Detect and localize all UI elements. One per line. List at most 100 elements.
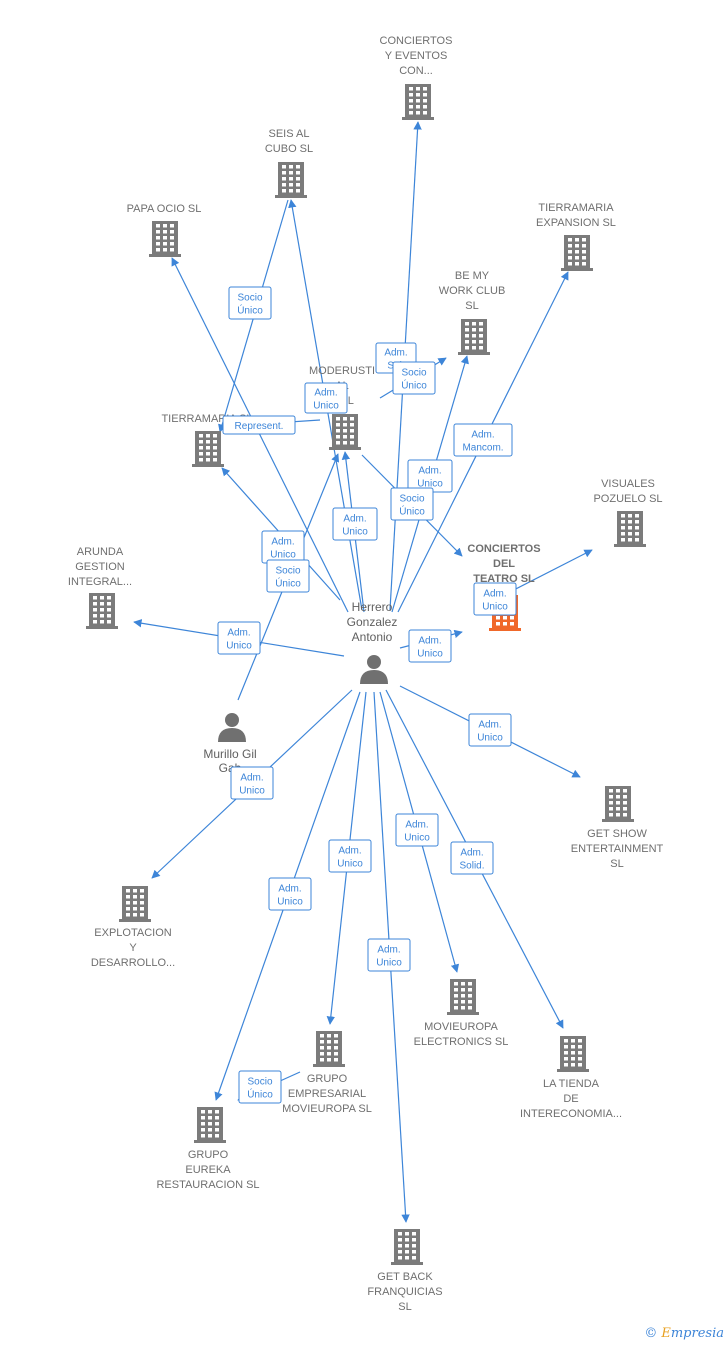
building-window bbox=[465, 322, 469, 326]
building-window bbox=[412, 1250, 416, 1254]
edge-label-herrero-to-la_tienda[interactable]: Adm.Solid. bbox=[450, 841, 494, 875]
edge-label-herrero-to-conciertos_teatro[interactable]: Adm.Unico bbox=[408, 629, 452, 663]
edge-label-text: Adm. bbox=[418, 466, 441, 477]
building-icon bbox=[602, 786, 634, 822]
edge-label-herrero-to-grupo_eureka[interactable]: Adm.Unico bbox=[268, 877, 312, 911]
building-window bbox=[156, 242, 160, 246]
edge-label-moderustic-to-tierramaria_sl[interactable]: Represent. bbox=[222, 415, 296, 435]
building-window bbox=[510, 622, 514, 626]
node-label: EXPLOTACION bbox=[94, 927, 171, 939]
company-node-papa_ocio[interactable]: PAPA OCIO SL bbox=[127, 203, 202, 257]
edge-label-herrero-to-seis_al_cubo[interactable]: Adm.Unico bbox=[304, 382, 348, 414]
edge-label-box bbox=[395, 813, 439, 847]
building-window bbox=[616, 807, 620, 811]
building-window bbox=[336, 423, 340, 427]
building-window bbox=[199, 452, 203, 456]
company-node-arunda[interactable]: ARUNDAGESTIONINTEGRAL... bbox=[68, 546, 132, 629]
node-label: SL bbox=[398, 1301, 411, 1313]
building-window bbox=[582, 262, 586, 266]
node-label: SL bbox=[610, 858, 623, 870]
building-window bbox=[140, 907, 144, 911]
node-label: TIERRAMARIA bbox=[538, 202, 614, 214]
edge-label-text: Adm. bbox=[478, 720, 501, 731]
edge-label-text: Solid. bbox=[459, 861, 484, 872]
edge-label-box bbox=[392, 361, 436, 395]
building-window bbox=[609, 801, 613, 805]
node-label: Murillo Gil bbox=[203, 747, 256, 761]
edge-label-herrero-to-be_my_work_club[interactable]: Adm.Unico bbox=[407, 459, 453, 493]
person-body bbox=[360, 670, 388, 684]
building-window bbox=[320, 1046, 324, 1050]
edge-label-conciertos_teatro-to-visuales_pozuelo[interactable]: Adm.Unico bbox=[473, 582, 517, 616]
company-node-la_tienda[interactable]: LA TIENDADEINTERECONOMIA... bbox=[520, 1036, 622, 1120]
edge-label-text: Adm. bbox=[384, 348, 407, 359]
edge-label-herrero-to-moderustic[interactable]: Adm.Unico bbox=[332, 507, 378, 541]
building-window bbox=[170, 224, 174, 228]
node-label: POZUELO SL bbox=[593, 493, 662, 505]
building-window bbox=[479, 340, 483, 344]
edge-label-text: Adm. bbox=[271, 537, 294, 548]
edge-label-box bbox=[367, 938, 411, 972]
building-window bbox=[621, 514, 625, 518]
building-window bbox=[635, 538, 639, 542]
edge-label-herrero-to-explotacion[interactable]: Adm.Unico bbox=[230, 766, 274, 800]
node-label: ARUNDA bbox=[77, 546, 124, 558]
building-window bbox=[623, 807, 627, 811]
building-icon bbox=[402, 84, 434, 120]
edge-label-box bbox=[304, 382, 348, 414]
edge-label-herrero-to-get_show[interactable]: Adm.Unico bbox=[468, 713, 512, 747]
building-window bbox=[479, 328, 483, 332]
person-head bbox=[225, 713, 239, 727]
edge-label-herrero-to-arunda[interactable]: Adm.Unico bbox=[217, 621, 261, 655]
node-label: Antonio bbox=[352, 630, 393, 644]
building-window bbox=[133, 913, 137, 917]
edge-label-herrero-to-grupo_empresarial[interactable]: Adm.Unico bbox=[328, 839, 372, 873]
building-window bbox=[398, 1238, 402, 1242]
building-base bbox=[275, 195, 307, 198]
building-window bbox=[350, 429, 354, 433]
building-base bbox=[447, 1012, 479, 1015]
edge-label-herrero-to-get_back[interactable]: Adm.Unico bbox=[367, 938, 411, 972]
edge-label-box bbox=[230, 766, 274, 800]
edge-label-text: Adm. bbox=[314, 388, 337, 399]
building-window bbox=[213, 440, 217, 444]
building-window bbox=[93, 602, 97, 606]
building-window bbox=[412, 1256, 416, 1260]
building-window bbox=[289, 183, 293, 187]
edge-label-herrero-to-movieuropa_electronics[interactable]: Adm.Unico bbox=[395, 813, 439, 847]
building-window bbox=[468, 1000, 472, 1004]
building-window bbox=[571, 1051, 575, 1055]
building-window bbox=[296, 177, 300, 181]
edge-label-text: Unico bbox=[337, 859, 363, 870]
company-node-moderustic[interactable]: MODERUSTIALE SL bbox=[309, 365, 375, 450]
building-window bbox=[336, 417, 340, 421]
edge-label-herrero-to-tierramaria_expansion[interactable]: Adm.Mancom. bbox=[453, 423, 513, 457]
edge-label-herrero-to-papa_ocio[interactable]: Adm.Unico bbox=[261, 530, 305, 564]
building-window bbox=[170, 248, 174, 252]
edge-label-text: Socio bbox=[247, 1077, 272, 1088]
building-window bbox=[616, 789, 620, 793]
building-window bbox=[208, 1122, 212, 1126]
person-icon bbox=[218, 713, 246, 742]
building-window bbox=[156, 248, 160, 252]
company-node-explotacion[interactable]: EXPLOTACIONYDESARROLLO... bbox=[91, 886, 175, 969]
building-window bbox=[208, 1128, 212, 1132]
